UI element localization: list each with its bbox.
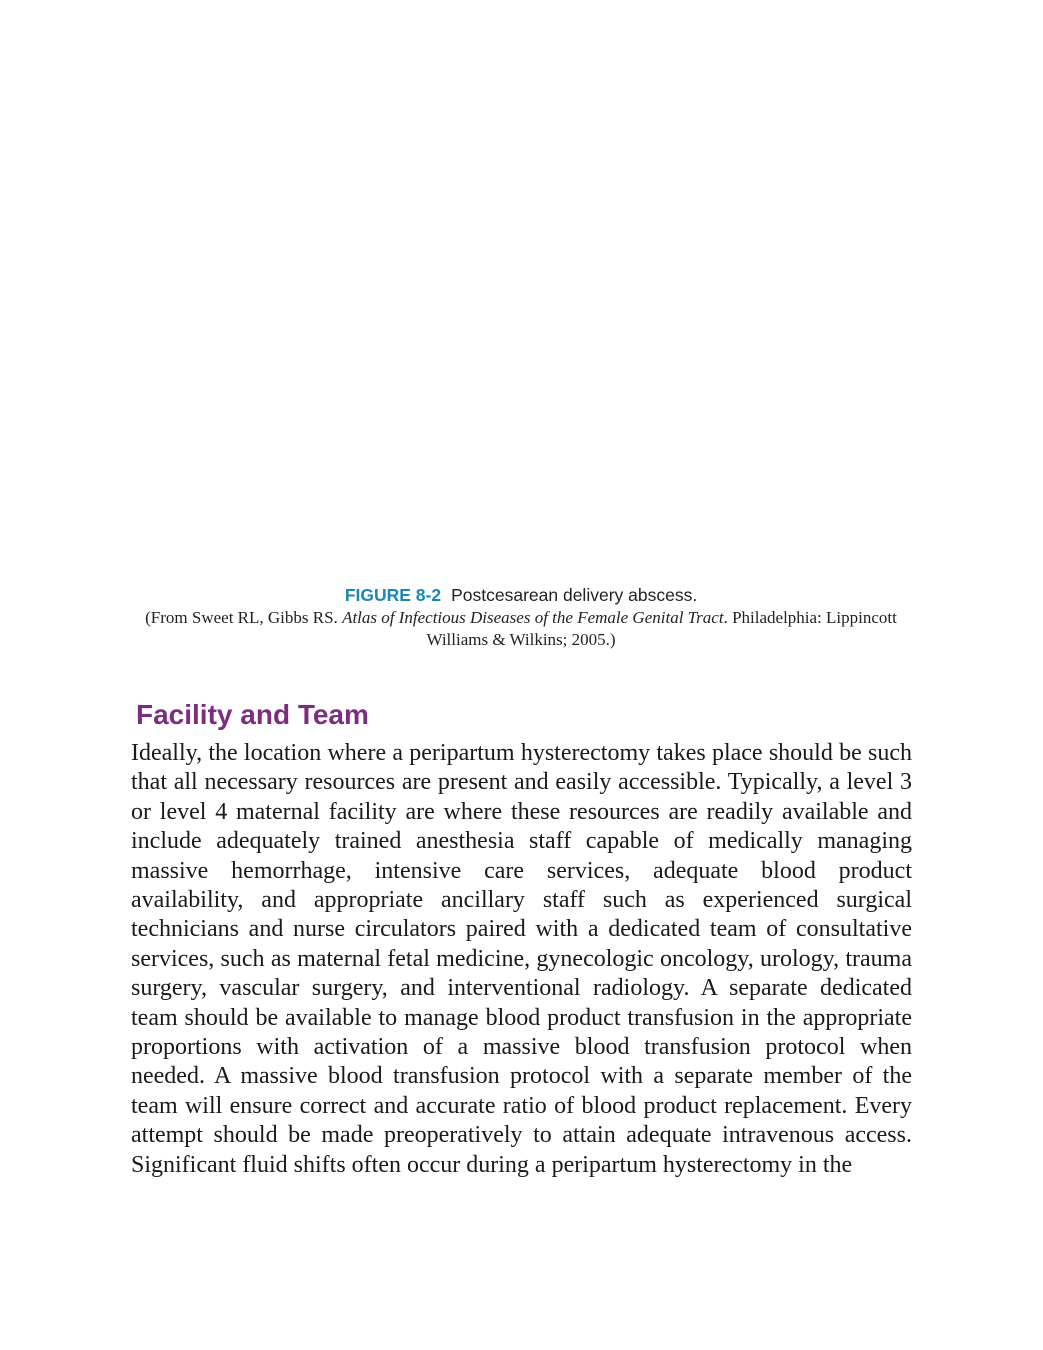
figure-credit-prefix: (From Sweet RL, Gibbs RS. xyxy=(145,608,343,627)
section-heading: Facility and Team xyxy=(136,699,369,730)
figure-credit-book: Atlas of Infectious Diseases of the Fema… xyxy=(342,608,724,627)
section-body-paragraph: Ideally, the location where a peripartum… xyxy=(131,740,912,1178)
figure-credit-suffix: . Philadelphia: Lippincott Williams & Wi… xyxy=(426,608,897,649)
figure-credit: (From Sweet RL, Gibbs RS. Atlas of Infec… xyxy=(130,607,912,651)
figure-label: FIGURE 8-2 xyxy=(344,585,442,605)
figure-caption: FIGURE 8-2 Postcesarean delivery abscess.… xyxy=(130,583,912,651)
figure-title: Postcesarean delivery abscess. xyxy=(451,585,698,605)
figure-image-area xyxy=(130,40,912,570)
figure-caption-line: FIGURE 8-2 Postcesarean delivery abscess. xyxy=(130,583,912,607)
